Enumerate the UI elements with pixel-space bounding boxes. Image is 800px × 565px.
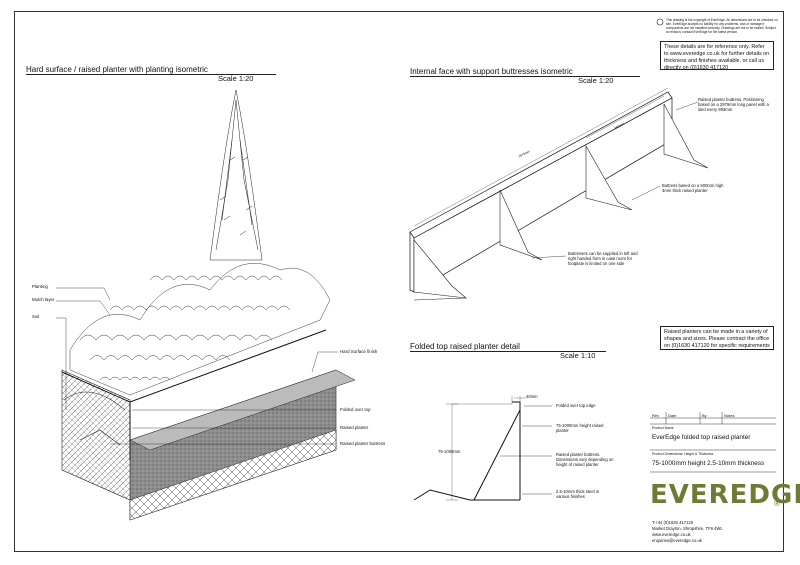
tb-product-name-label: Product Name [652, 426, 674, 430]
note-buttress-positioning: Raised planter buttress. Positioning bas… [698, 97, 769, 112]
everedge-logo: EVEREDGE [650, 480, 800, 510]
dim-height: 75-1000mm [438, 449, 461, 454]
right-view-scale: Scale 1:20 [578, 76, 614, 85]
note-handed-buttress: Buttresses can be supplied in left and r… [568, 251, 638, 266]
left-leader-lines [56, 287, 338, 445]
brand-name: EVEREDGE [650, 480, 800, 510]
drawing-sheet-border [14, 11, 784, 552]
planting-mass [69, 263, 331, 396]
contact-website[interactable]: www.everedge.co.uk [652, 532, 691, 537]
detail-dimension-lines [446, 396, 526, 501]
planter-buttresses [413, 103, 709, 301]
tb-header-date: Date [668, 413, 677, 418]
label-mulch: Mulch layer [32, 297, 55, 302]
folded-top-section [413, 401, 521, 501]
label-folded-top-edge: Folded over top edge [556, 403, 596, 408]
soil-section [61, 369, 131, 501]
copyright-notice: This drawing is the copyright of EverEdg… [666, 18, 778, 34]
title-block-lines [650, 412, 776, 473]
contact-phone: T:+44 (0)1630 417120 [652, 520, 694, 525]
tb-header-notes: Notes [724, 413, 735, 418]
disclaimer-box: These details are for reference only. Re… [660, 41, 774, 71]
label-folded-over-top: Folded over top [340, 407, 371, 412]
tb-dimensions: 75-1000mm height 2.5-10mm thickness [652, 460, 765, 467]
label-planting: Planting [32, 284, 48, 289]
left-view-scale: Scale 1:20 [218, 74, 254, 83]
detail-leader-lines [500, 405, 552, 495]
conifer-tree [209, 89, 263, 261]
label-steel-thickness: 2.5-10mm thick steel in various finishes [556, 489, 600, 499]
label-planter-height: 75-1000mm height raised planter [556, 423, 604, 433]
detail-view-scale: Scale 1:10 [560, 351, 596, 360]
copyright-icon [656, 18, 664, 26]
label-buttress-detail: Raised planter buttress. Dimensions vary… [556, 452, 614, 467]
raised-planter-edge [61, 329, 327, 460]
label-raised-planter: Raised planter [340, 425, 369, 430]
label-soil: Soil [32, 314, 40, 319]
tb-dimensions-label: Product Dimensions: Height & Thickness [652, 452, 714, 456]
contact-email[interactable]: enquiries@everedge.co.uk [652, 538, 702, 543]
dimension-lines-iso [413, 87, 669, 227]
dim-top-width: 40mm [526, 394, 538, 399]
note-buttress-size: Buttress based on a 500mm high 3mm thick… [662, 183, 724, 193]
tb-product-name: EverEdge folded top raised planter [652, 434, 751, 441]
right-leader-lines [531, 101, 699, 259]
contact-address: Market Drayton, Shropshire, TF9 4WL [652, 526, 723, 531]
tb-header-by: By [702, 413, 707, 418]
right-view-title: Internal face with support buttresses is… [410, 67, 640, 77]
tb-header-rev: Rev [652, 413, 660, 418]
detail-view-title: Folded top raised planter detail [410, 342, 606, 352]
hard-surface-slab [129, 369, 356, 521]
label-hard-surface: Hard Surface finish [340, 349, 378, 354]
registered-mark: ® [774, 499, 780, 508]
variety-note-box: Raised planters can be made in a variety… [660, 326, 774, 350]
left-view-title: Hard surface / raised planter with plant… [26, 65, 276, 75]
label-raised-planter-buttress: Raised planter buttress [340, 441, 386, 446]
